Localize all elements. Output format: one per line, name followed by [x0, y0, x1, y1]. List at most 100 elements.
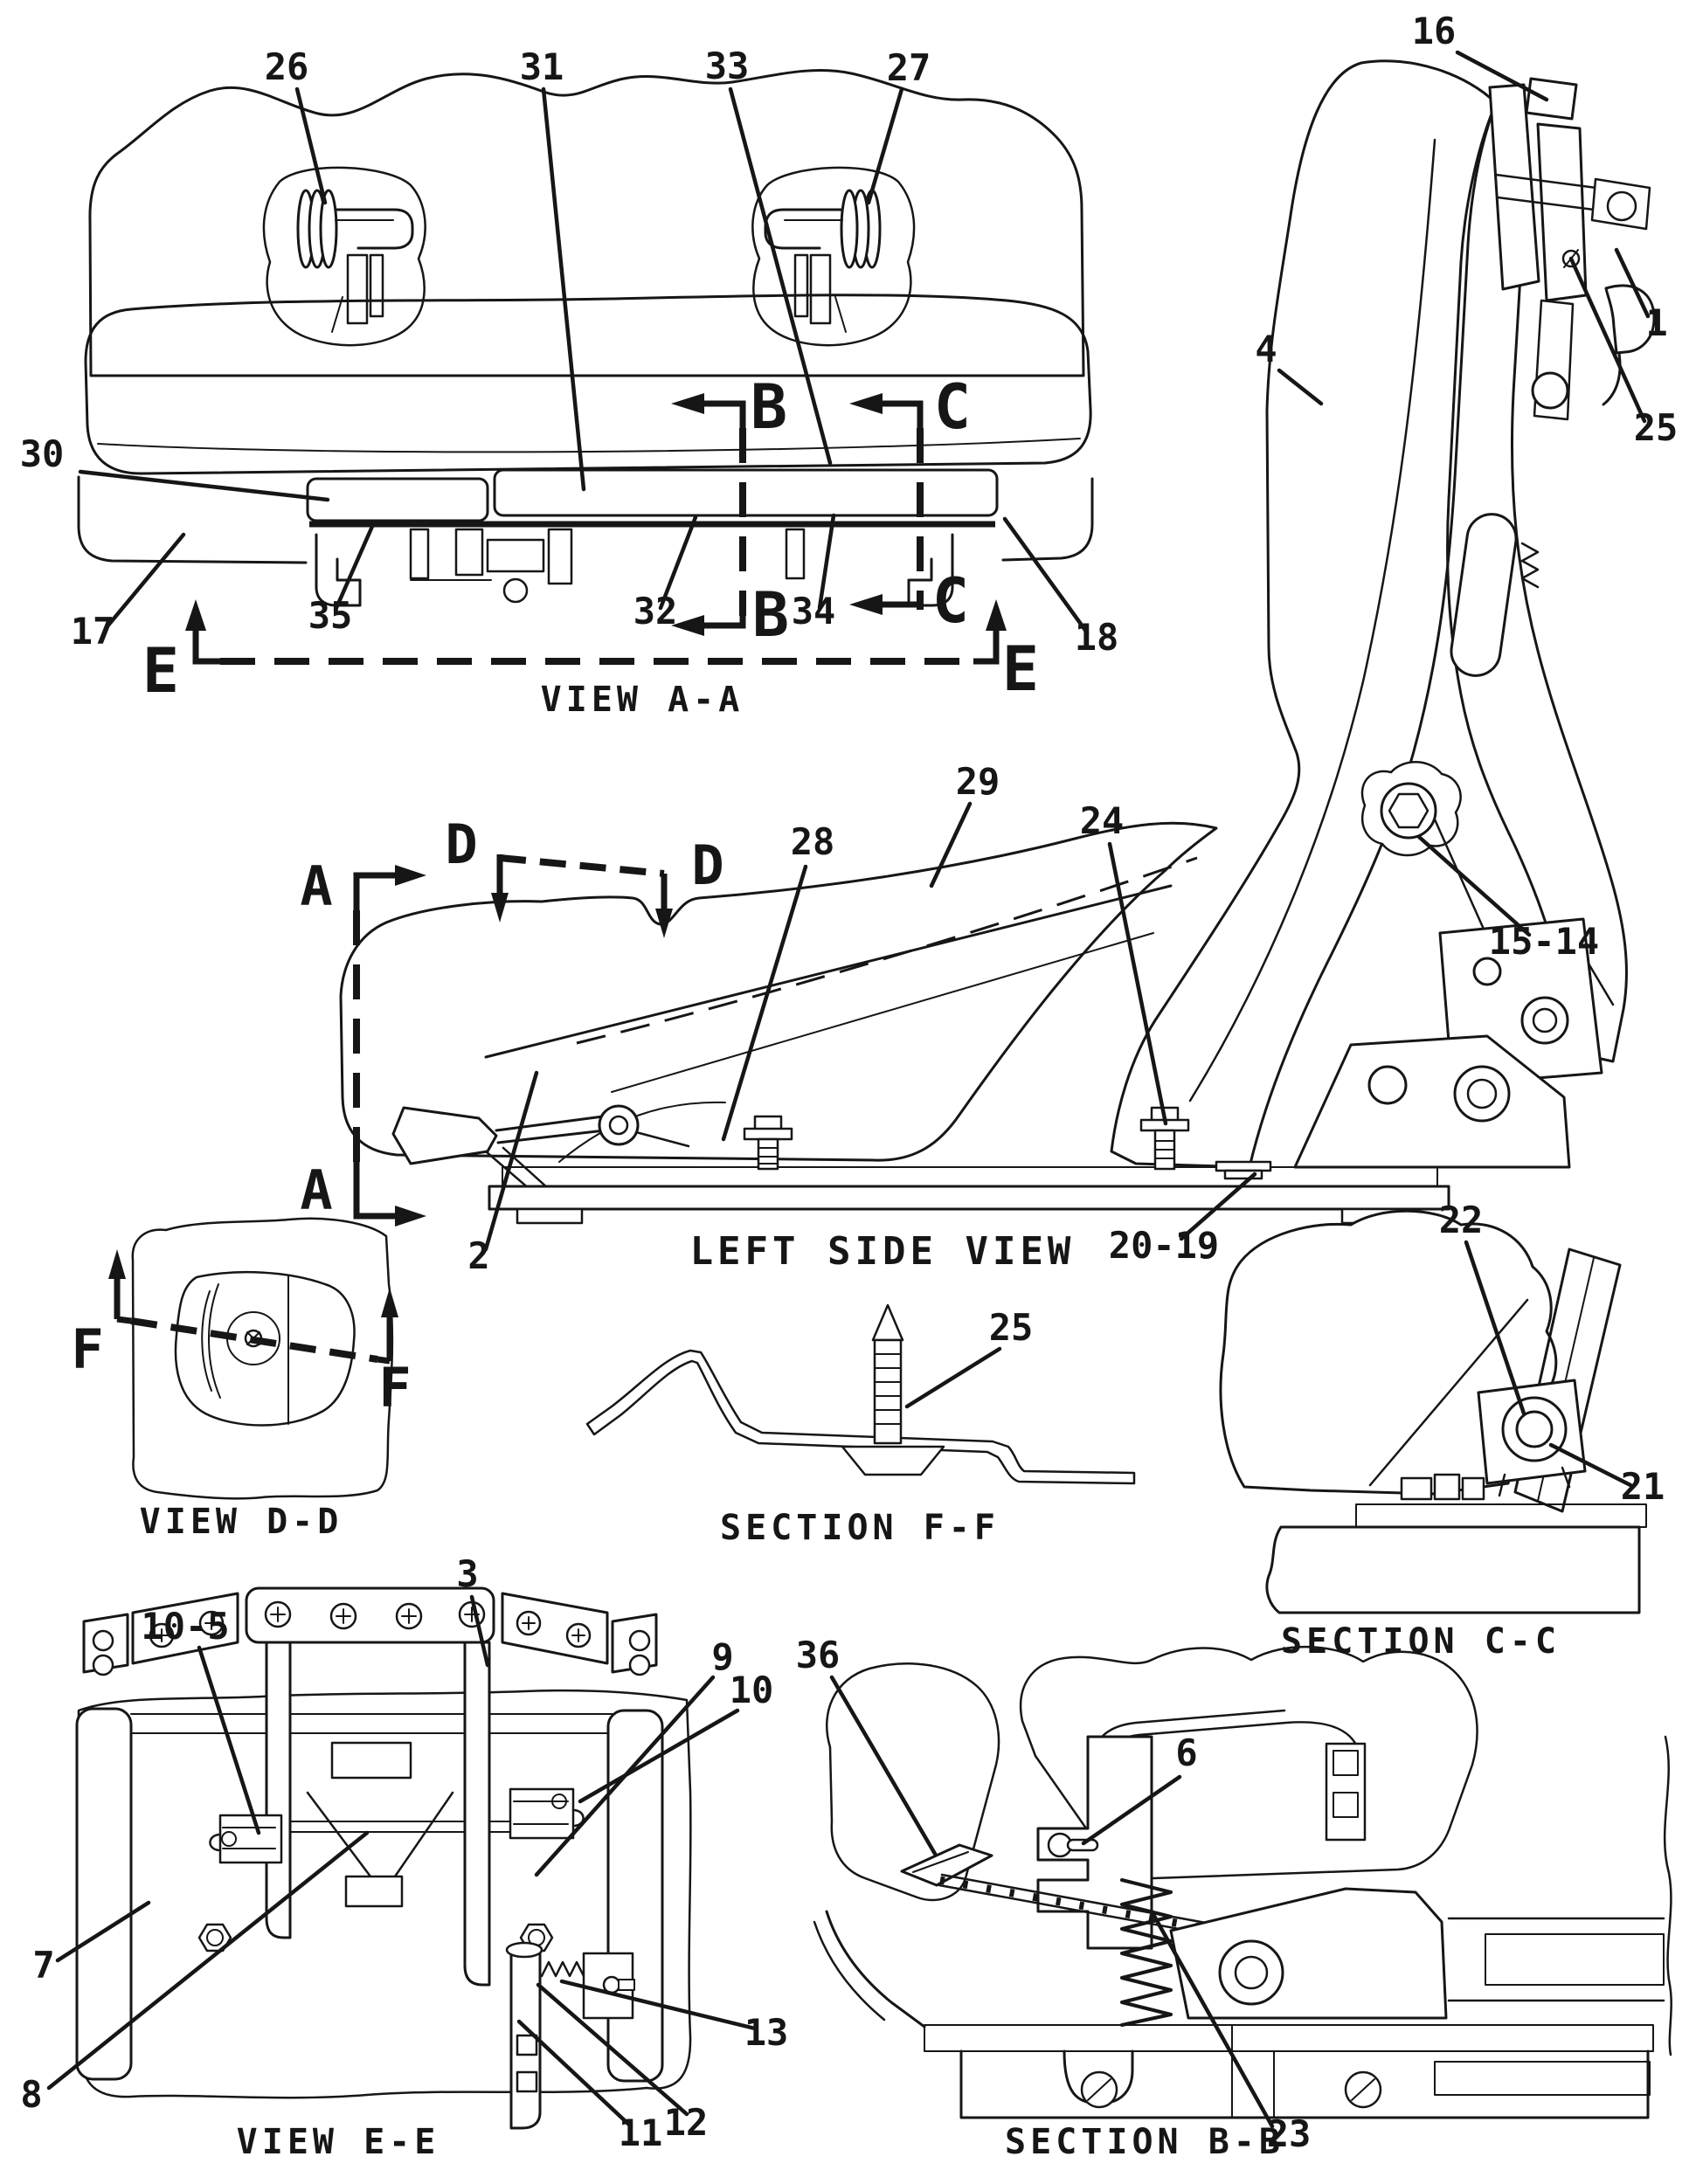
section-c-c-group: 22 21 SECTION C-C: [1219, 1199, 1665, 1662]
callout-8: 8: [20, 2073, 42, 2116]
callout-31: 31: [520, 45, 564, 88]
rear-bracket: [1169, 1742, 1448, 2020]
marker-f-right: F: [378, 1356, 411, 1420]
base-plate-section: [924, 2024, 1654, 2052]
hanger-rod-left: [265, 1641, 292, 1939]
callout-1: 1: [1645, 301, 1667, 344]
callout-25-ff: 25: [989, 1306, 1034, 1349]
view-d-d-group: F F VIEW D-D: [71, 1217, 412, 1542]
cushion-corner-blob: [1219, 1209, 1558, 1496]
callout-34: 34: [792, 590, 836, 632]
callout-24: 24: [1080, 799, 1125, 842]
hinge-cutout-left: [262, 166, 426, 347]
section-line-a: A A: [300, 854, 426, 1227]
section-line-f: F F: [71, 1249, 412, 1420]
screw-25-target: [1561, 249, 1581, 268]
callout-10: 10: [730, 1669, 774, 1711]
section-f-f-group: 25 SECTION F-F: [585, 1303, 1136, 1548]
callout-15-14: 15-14: [1489, 920, 1599, 963]
callout-22: 22: [1439, 1199, 1484, 1241]
callout-23: 23: [1267, 2112, 1312, 2155]
backrest-latch-assembly: [1488, 77, 1656, 589]
callout-3: 3: [456, 1552, 478, 1595]
marker-d-left: D: [445, 812, 477, 876]
cushion-section-right: [1019, 1646, 1478, 1880]
section-b-b-group: 36 6 23 SECTION B-B: [796, 1634, 1672, 2162]
callout-16: 16: [1412, 10, 1457, 52]
mount-pad: [1355, 1503, 1647, 1528]
mount-board-right: [501, 1592, 658, 1676]
callout-6: 6: [1175, 1731, 1197, 1774]
section-c-c-title: SECTION C-C: [1281, 1621, 1561, 1662]
callout-26: 26: [265, 45, 309, 88]
callout-27: 27: [887, 46, 931, 89]
view-e-e-group: 10-5 3 9 10 7 8 11 12 13 VIEW E-E: [20, 1552, 788, 2162]
frame-slot: [1450, 513, 1518, 677]
section-line-e: E E: [142, 599, 1039, 707]
callout-13: 13: [744, 2011, 789, 2054]
section-line-d: D D: [445, 812, 724, 938]
callout-12: 12: [664, 2101, 709, 2144]
callout-21: 21: [1621, 1465, 1665, 1508]
marker-b-top: B: [751, 371, 787, 443]
callout-9: 9: [711, 1635, 733, 1678]
section-b-b-title: SECTION B-B: [1005, 2122, 1284, 2162]
latch-left-10-5: [209, 1814, 283, 1864]
center-latch-mechanism: [409, 528, 806, 604]
marker-b-bottom: B: [752, 579, 789, 651]
section-f-f-title: SECTION F-F: [720, 1508, 1000, 1548]
callout-28: 28: [791, 820, 835, 863]
callout-18: 18: [1075, 616, 1119, 659]
marker-c-top: C: [934, 371, 971, 443]
view-e-e-title: VIEW E-E: [237, 2122, 440, 2162]
callout-20-19: 20-19: [1109, 1224, 1219, 1267]
callout-29: 29: [956, 760, 1000, 803]
lower-latch-mechanism: [505, 1941, 635, 2130]
frame-hook-left: [315, 533, 362, 607]
callout-17: 17: [71, 610, 115, 653]
spring-23: [1120, 1878, 1173, 2027]
washer-stack-20-19: [1215, 1160, 1272, 1180]
backrest-pad: [1110, 59, 1498, 1169]
seat-pan-right-corner: [1001, 477, 1094, 562]
callout-35: 35: [308, 594, 353, 637]
callout-36: 36: [796, 1634, 841, 1676]
lower-frame: [959, 2049, 1650, 2119]
callout-11: 11: [619, 2111, 663, 2154]
pivot-support: [1293, 1034, 1571, 1169]
seat-base-plate: [488, 1166, 1450, 1225]
latch-frame: [1036, 1709, 1365, 1950]
view-a-a-group: B B C C E E: [20, 45, 1119, 720]
mount-board-center: [245, 1586, 495, 1644]
callout-30: 30: [20, 432, 65, 475]
base-block: [1265, 1525, 1641, 1614]
marker-e-left: E: [142, 635, 179, 707]
callout-32: 32: [633, 590, 678, 632]
screw-25: [841, 1303, 945, 1476]
pivot-bolt-15-14: [1360, 761, 1462, 857]
section-line-c: C C: [849, 371, 971, 637]
callout-7: 7: [32, 1944, 54, 1987]
pivot-bracket: [1477, 1379, 1587, 1497]
callout-10-5: 10-5: [141, 1605, 229, 1648]
marker-d-right: D: [691, 833, 723, 897]
backrest-front-outline: [88, 69, 1085, 377]
left-side-view-title: LEFT SIDE VIEW: [690, 1229, 1076, 1274]
seat-pan-left-corner: [77, 475, 308, 564]
sheet-metal-section: [585, 1349, 1136, 1485]
callout-2: 2: [467, 1234, 489, 1277]
screw-icon: [264, 1600, 486, 1630]
left-side-view-group: A A D D 16 1 25 4 29 28 24 15-14 2: [300, 10, 1678, 1277]
side-strap-left: [75, 1707, 133, 2081]
marker-c-bottom: C: [932, 565, 969, 637]
marker-a-top: A: [300, 854, 332, 918]
marker-a-bottom: A: [300, 1158, 332, 1222]
marker-f-left: F: [71, 1317, 103, 1381]
view-a-a-title: VIEW A-A: [541, 680, 744, 720]
callout-25-top: 25: [1634, 406, 1679, 449]
bench-cushion: [84, 294, 1092, 475]
marker-e-right: E: [1002, 633, 1039, 705]
mount-bolt-28: [743, 1115, 793, 1171]
